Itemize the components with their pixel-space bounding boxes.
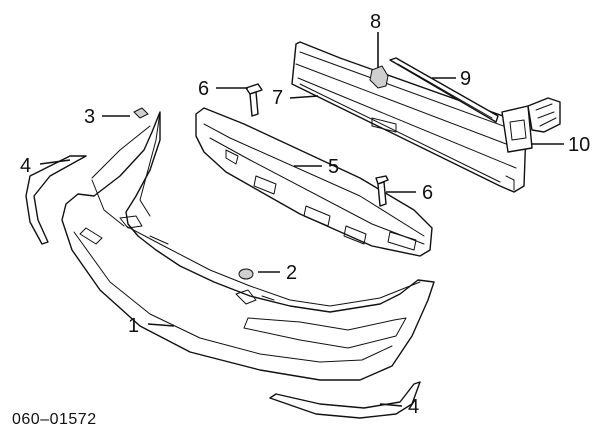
retainer-part-2 <box>238 268 254 280</box>
callout-6-lower: 6 <box>422 182 433 204</box>
callout-6-upper: 6 <box>198 78 209 100</box>
callout-4-upper: 4 <box>20 155 31 177</box>
callout-9: 9 <box>460 68 471 90</box>
molding-part-4-upper <box>25 155 87 245</box>
molding-part-4-lower <box>269 381 421 419</box>
callout-2: 2 <box>286 262 297 284</box>
callout-7: 7 <box>272 87 283 109</box>
bracket-part-10 <box>501 97 561 153</box>
clip-part-3 <box>133 107 149 119</box>
clip-part-8 <box>369 65 389 89</box>
callout-4-lower: 4 <box>408 396 419 418</box>
callout-5: 5 <box>328 156 339 178</box>
bumper-cover-part-1 <box>61 111 435 381</box>
leader-lines <box>39 32 564 407</box>
strip-part-9 <box>389 57 499 123</box>
callout-8: 8 <box>370 11 381 33</box>
impact-bar-part-7 <box>291 41 527 193</box>
reference-code: 060–01572 <box>12 411 97 428</box>
callout-1: 1 <box>128 315 139 337</box>
callout-10: 10 <box>568 134 590 156</box>
push-pin-part-6-upper <box>245 83 263 117</box>
energy-absorber-part-5 <box>195 107 433 257</box>
callout-3: 3 <box>84 106 95 128</box>
push-pin-part-6-lower <box>375 175 389 207</box>
